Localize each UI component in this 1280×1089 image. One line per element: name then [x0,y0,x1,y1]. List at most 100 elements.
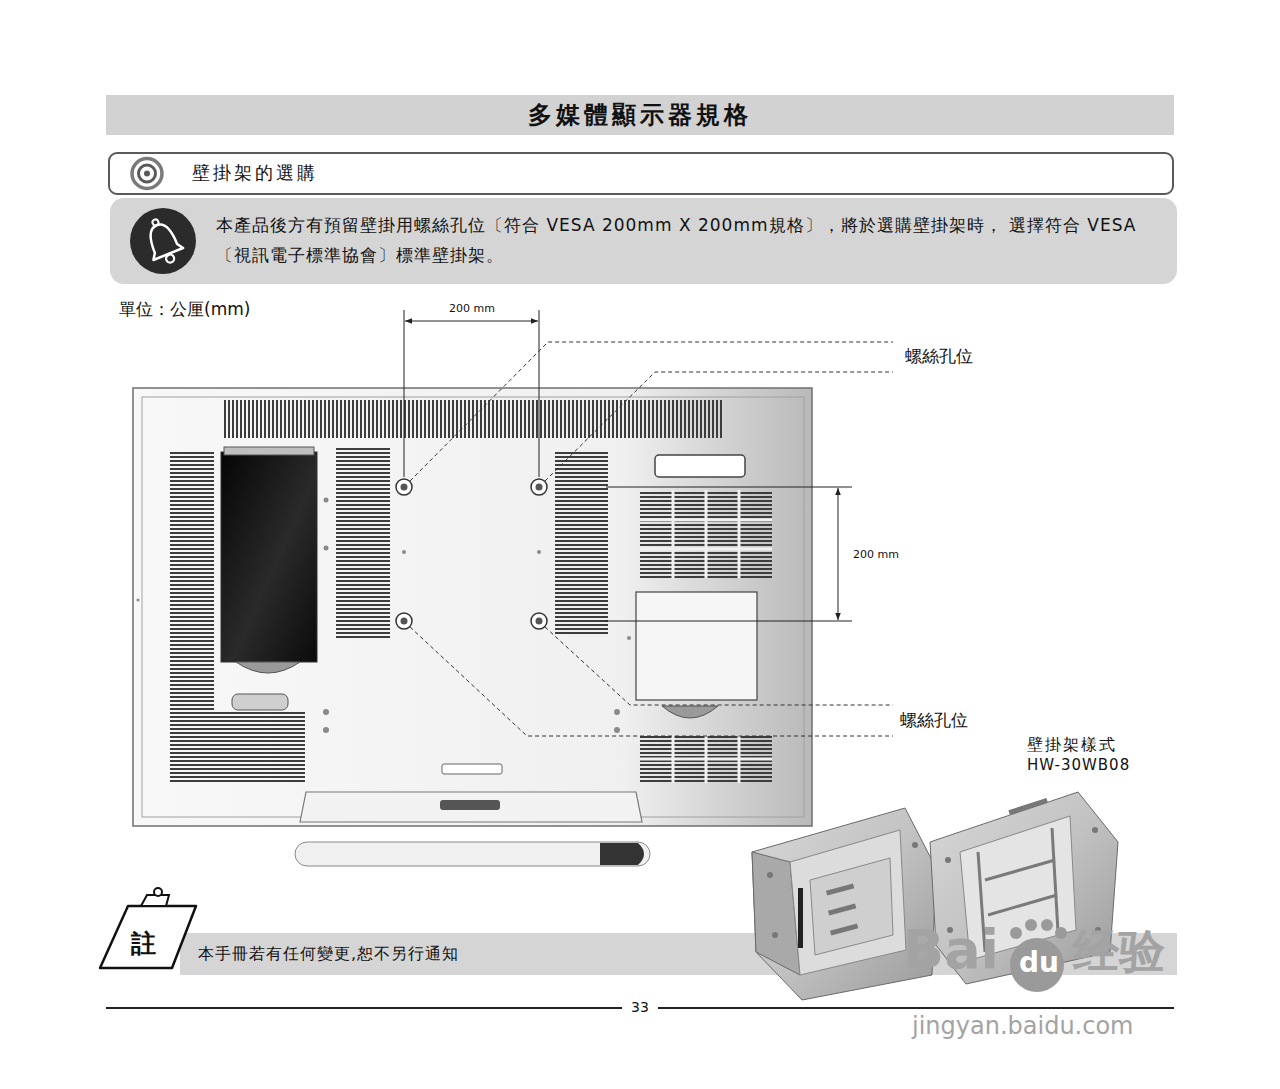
target-dot [144,171,150,177]
watermark-paw [1010,919,1067,992]
page-rule [658,1007,1174,1009]
screw-hole [531,613,547,629]
title-holder: 多媒體顯示器規格 [106,95,1174,135]
tv-housing [133,388,812,826]
watermark: Bai [903,918,999,981]
grid-vent [640,735,772,783]
model-caption: 壁掛架樣式 [1027,735,1117,754]
stand-base [295,842,650,866]
callout-label: 螺絲孔位 [905,346,973,366]
screw-hole [531,479,547,495]
watermark: 经验 [1073,924,1165,979]
bracket-inner [790,830,906,975]
screw-hole [396,479,412,495]
bracket-holes [945,798,1101,933]
target-icon [110,154,192,193]
clipboard-clip [141,895,169,906]
model-number: HW-30WB08 [1027,756,1130,774]
slot [830,923,858,935]
side-vent [170,452,214,782]
hole [772,932,778,938]
screw-core [401,484,408,491]
dot [324,546,329,551]
unit-note: 單位：公厘(mm) [119,299,250,319]
panel-clip [224,447,314,455]
hole [945,857,951,863]
hole [767,872,773,878]
callout-label: 螺絲孔位 [900,710,968,730]
bell-body [142,219,183,260]
dimension-label: 200 mm [853,548,899,561]
rail [985,860,1055,880]
extension-line [606,621,852,622]
panel-bump [236,662,300,673]
screw-hole [396,613,412,629]
watermark: Bai [903,918,999,983]
clipboard-ring [154,888,162,896]
section-header: 壁掛架的選購 [108,152,1174,195]
node-text: 本手冊若有任何變更,恕不另行通知 [198,943,734,965]
vent-divider [640,519,772,522]
bell-shape [140,214,187,269]
stand-slot [440,800,500,810]
rail [1052,828,1058,932]
dimension-label: 200 mm [449,302,495,315]
bracket-slots [767,842,918,948]
middle-vent [336,448,390,638]
extension-line [404,310,405,477]
paw-toe [1025,919,1037,931]
page-title: 多媒體顯示器規格 [528,99,752,131]
paw-pad [1010,938,1064,992]
slot [828,903,856,915]
bell-loop [152,219,160,227]
dot [614,727,620,733]
paw-toe [1055,927,1067,939]
note-icon-label: 註 [131,929,156,959]
bottom-slot [442,764,502,774]
dot [323,709,329,715]
dot [614,709,620,715]
model-number: HW-30WB08 [1027,756,1130,774]
dimension-line [405,321,538,322]
node-text: 壁掛架的選購 [192,161,1160,185]
dot [627,636,631,640]
slot [826,883,854,895]
node-text: 本產品後方有預留壁掛用螺絲孔位〔符合 VESA 200mm X 200mm規格〕… [216,211,1163,271]
handle [232,694,288,710]
vent-divider [705,490,708,578]
connector-panel [221,452,317,662]
screw-dots [137,498,632,734]
grid-vent [640,490,772,578]
watermark: du [1019,946,1059,979]
stand-base-tip [600,843,644,865]
dot [323,727,329,733]
dimension-label: 200 mm [853,548,899,561]
dimension-label: 200 mm [449,302,495,315]
leader-line [410,342,893,481]
unit-note: 單位：公厘(mm) [119,299,250,319]
slot [798,888,803,948]
note-icon-label: 註 [131,929,156,958]
callout-label: 螺絲孔位 [900,710,968,730]
slot [1008,798,1048,815]
clipboard-icon [100,906,196,968]
target-ring [132,159,162,189]
callout-label: 螺絲孔位 [905,346,973,366]
screw-core [536,484,543,491]
power-box [636,592,757,700]
dimension-lines [404,310,852,621]
target-ring [139,165,156,182]
leader-line [545,372,893,481]
tv-inner-border [142,397,804,817]
hole [912,842,918,848]
bell-icon [110,198,216,284]
handle-slot [655,455,745,477]
bell-disc [130,208,196,274]
dot [537,550,541,554]
dot [137,599,140,602]
extension-line [539,310,540,477]
watermark: du [1019,946,1059,980]
vent-divider [738,490,741,578]
bottom-vent [214,712,305,782]
